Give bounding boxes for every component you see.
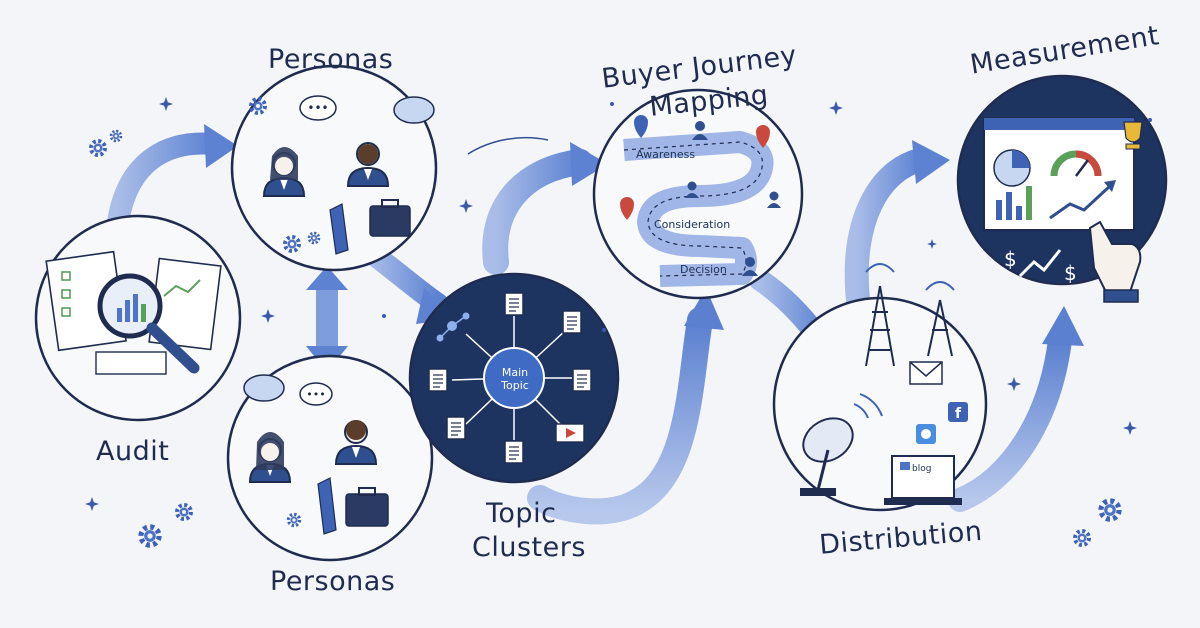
tie-icon (317, 477, 337, 535)
audit-illustration (45, 250, 222, 375)
magnifier-handle (146, 322, 200, 374)
topic-clusters-label-line1: Topic (486, 498, 557, 529)
document-icon (504, 440, 524, 464)
gear-icon (109, 129, 123, 143)
buyer-journey-illustration (620, 115, 781, 287)
document-icon (428, 368, 448, 392)
svg-text:•••: ••• (307, 101, 328, 115)
checkbox-icon (61, 271, 71, 281)
arrowhead (912, 140, 950, 184)
facebook-icon (948, 402, 968, 422)
gear-icon (141, 527, 159, 545)
arrowhead (1042, 306, 1084, 346)
checkbox-icon (61, 289, 71, 299)
arrowhead-up (306, 266, 348, 290)
decorations (85, 97, 1152, 545)
arrow-topics-to-journey (482, 149, 593, 275)
arrow-distribution-loop (948, 328, 1072, 512)
person-icon (695, 121, 705, 131)
radio-tower-icon (927, 299, 953, 357)
gear-icon (1073, 529, 1091, 547)
star-icon (829, 101, 843, 115)
topic-clusters-illustration (428, 292, 592, 464)
arrow-topics-loop (527, 307, 713, 525)
journey-step-awareness: Awareness (636, 148, 696, 161)
arrowhead (570, 142, 608, 186)
thought-bubble-icon (243, 374, 285, 402)
personas-bottom-illustration: ••• (243, 374, 389, 535)
satellite-dish-icon (802, 417, 854, 463)
topic-clusters-label-line2: Clusters (472, 532, 586, 563)
star-icon (1123, 421, 1137, 435)
arrowhead (684, 288, 724, 330)
email-icon (909, 361, 943, 385)
trophy-icon (1123, 121, 1143, 143)
growth-arrow-icon (1018, 249, 1062, 278)
measurement-illustration: $ $ (983, 117, 1143, 303)
arrow-audit-to-personas (107, 132, 225, 233)
network-icon (436, 312, 470, 342)
arrow-distribution-to-measurement (844, 148, 932, 312)
thought-bubble-icon (393, 96, 435, 124)
document-icon (446, 416, 466, 440)
journey-step-consideration: Consideration (654, 218, 731, 231)
person-icon (769, 191, 779, 201)
tie-icon (329, 203, 349, 255)
person-icon (745, 257, 755, 267)
person-icon (687, 181, 697, 191)
svg-text:•••: ••• (306, 388, 325, 401)
map-pin-icon (756, 125, 770, 148)
trend-line-icon (1049, 184, 1112, 220)
journey-path (623, 131, 774, 287)
speech-bubble-icon (299, 382, 333, 406)
map-pin-icon (620, 197, 634, 220)
personas-top-illustration: ••• (249, 95, 435, 255)
audit-label: Audit (96, 436, 170, 467)
document-icon (504, 292, 524, 316)
checkbox-icon (61, 307, 71, 317)
briefcase-icon (369, 205, 411, 237)
arrowhead (204, 124, 238, 168)
journey-step-decision: Decision (680, 263, 727, 276)
main-topic-label: Main Topic (501, 366, 529, 392)
dollar-icon: $ (1064, 261, 1077, 285)
main-topic-node (483, 347, 545, 409)
blog-label: blog (912, 464, 932, 474)
star-icon (1007, 377, 1021, 391)
star-icon (261, 309, 275, 323)
svg-text:f: f (955, 406, 962, 422)
gear-icon (1101, 501, 1119, 519)
arrow-personas-link (316, 282, 338, 354)
distribution-illustration: f (800, 263, 968, 505)
star-icon (459, 199, 473, 213)
personas-top-label: Personas (268, 44, 394, 75)
gear-icon (175, 503, 193, 521)
map-pin-icon (634, 115, 648, 138)
document-icon (562, 310, 582, 334)
star-icon (159, 97, 173, 111)
document-icon (572, 368, 592, 392)
line-chart-icon (163, 279, 201, 297)
bar-chart-icon (996, 200, 1002, 220)
sparkle-icon (927, 239, 937, 249)
document-icon (95, 351, 167, 375)
bar-chart-icon (117, 308, 122, 322)
gear-icon (89, 139, 107, 157)
briefcase-icon (345, 493, 389, 527)
dollar-icon: $ (1004, 247, 1017, 271)
radio-tower-icon (865, 285, 895, 367)
motion-line (467, 136, 549, 155)
personas-bottom-label: Personas (270, 566, 396, 597)
star-icon (85, 497, 99, 511)
speech-bubble-icon (299, 95, 337, 121)
